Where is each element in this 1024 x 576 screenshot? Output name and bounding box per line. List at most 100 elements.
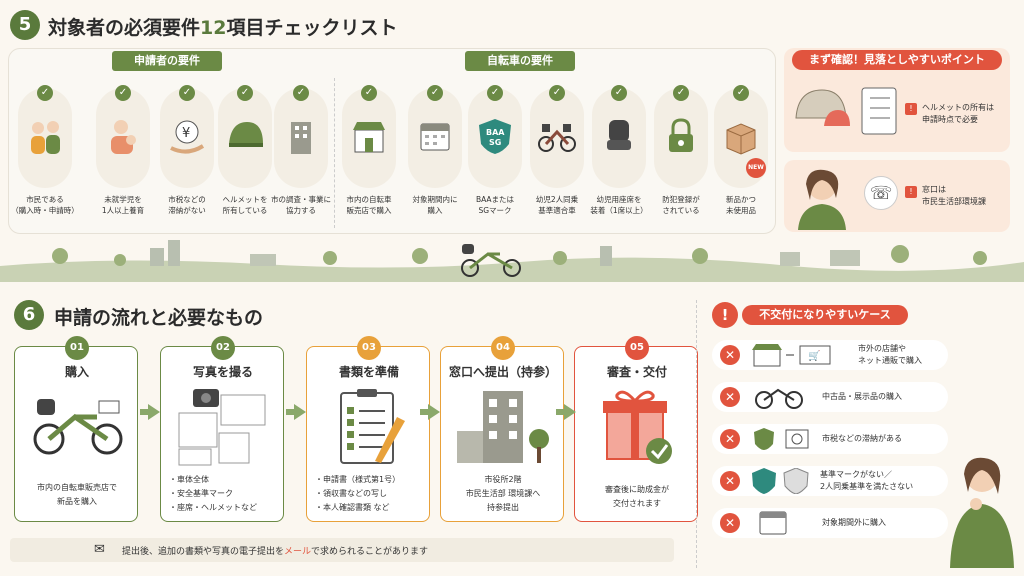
new-box-icon <box>721 116 761 156</box>
warning-icon: ! <box>905 103 917 115</box>
padlock-icon <box>661 116 701 156</box>
requirement-card: ✓ <box>274 85 328 188</box>
check-icon: ✓ <box>293 85 309 101</box>
section5-number: 5 <box>10 10 40 40</box>
step-number: 01 <box>65 336 89 360</box>
yen-payment-icon: ¥ <box>167 116 207 156</box>
x-icon: ✕ <box>720 429 740 449</box>
ineligible-case: ✕ 基準マークがない／2人同乗基準を満たさない <box>712 466 948 496</box>
shop-online-icon: 🛒 <box>752 342 832 372</box>
step-title: 写真を撮る <box>192 365 253 379</box>
step-description: 市内の自転車販売店で新品を購入 <box>37 483 117 506</box>
arrow-icon <box>294 404 306 420</box>
point2-text: 窓口は市民生活部環境課 <box>922 185 986 206</box>
check-icon: ✓ <box>37 85 53 101</box>
check-icon: ✓ <box>733 85 749 101</box>
bicycle-tag: 自転車の要件 <box>465 51 575 71</box>
requirement-card: ✓ <box>218 85 272 188</box>
svg-text:BAA: BAA <box>486 128 505 137</box>
requirement-card: ✓ <box>654 85 708 188</box>
arrow <box>420 409 428 415</box>
svg-text:🛒: 🛒 <box>808 349 820 362</box>
check-icon: ✓ <box>361 85 377 101</box>
ineligible-case: ✕ 中古品・展示品の購入 <box>712 382 948 412</box>
requirement-label: 幼児用座席を装着（1席以上） <box>590 195 648 215</box>
two-seat-bike-icon <box>537 116 577 156</box>
check-icon: ✓ <box>237 85 253 101</box>
clipboard-checklist-icon <box>319 387 419 467</box>
cargo-bike-icon <box>461 244 521 277</box>
case-text: 中古品・展示品の購入 <box>822 392 902 401</box>
point1-text: ヘルメットの所有は申請時点で必要 <box>922 103 994 124</box>
child-seat-icon <box>599 116 639 156</box>
helmet-checklist-illustration <box>795 87 897 135</box>
svg-text:SG: SG <box>489 138 501 147</box>
requirement-label: 対象期間内に購入 <box>412 195 458 215</box>
calendar-icon <box>415 116 455 156</box>
calendar-icon <box>752 510 832 540</box>
requirement-card: ✓ <box>96 85 150 188</box>
mother-child-icon <box>103 116 143 156</box>
step-bullets: ・申請書（様式第1号）・領収書などの写し・本人確認書類 など <box>315 475 401 512</box>
check-icon: ✓ <box>179 85 195 101</box>
x-icon: ✕ <box>720 387 740 407</box>
x-icon: ✕ <box>720 471 740 491</box>
case-text: 市税などの滞納がある <box>822 434 902 443</box>
arrow <box>140 409 148 415</box>
step-card: 02 写真を撮る ・車体全体・安全基準マーク・座席・ヘルメットなど <box>160 336 284 522</box>
new-badge: NEW <box>746 158 766 178</box>
requirement-label: 幼児2人同乗基準適合車 <box>535 195 579 215</box>
requirement-label: 新品かつ未使用品 <box>726 195 756 215</box>
bike-shop-icon <box>349 116 389 156</box>
requirement-label: 市内の自転車販売店で購入 <box>346 195 392 215</box>
step-title: 窓口へ提出（持参） <box>448 365 557 379</box>
step-card: 04 窓口へ提出（持参） 市役所2階市民生活部 環境課へ持参提出 <box>440 336 564 522</box>
arrow-icon <box>564 404 576 420</box>
requirement-card: ✓ ¥ <box>160 85 214 188</box>
svg-text:¥: ¥ <box>182 126 190 141</box>
step-description: 市役所2階市民生活部 環境課へ持参提出 <box>465 475 541 512</box>
family-icon <box>25 116 65 156</box>
arrow-icon <box>148 404 160 420</box>
step-card: 01 購入 市内の自転車販売店で新品を購入 <box>14 336 138 522</box>
check-points-header: まず確認！見落としやすいポイント <box>792 50 1002 70</box>
step-title: 購入 <box>64 365 89 379</box>
landscape-illustration <box>0 240 1024 282</box>
check-icon: ✓ <box>611 85 627 101</box>
step-card: 05 審査・交付 審査後に助成金が交付されます <box>574 336 698 522</box>
no-mark-icon <box>752 467 832 498</box>
gift-box-icon <box>587 387 687 467</box>
email-notice: ✉ 提出後、追加の書類や写真の電子提出をメールで求められることがあります <box>10 538 674 562</box>
ineligible-case: ✕ 対象期間外に購入 <box>712 508 948 538</box>
camera-photos-icon <box>173 387 273 467</box>
step-number: 04 <box>491 336 515 360</box>
notice-text: 提出後、追加の書類や写真の電子提出をメールで求められることがあります <box>122 547 429 557</box>
requirement-label: 市税などの滞納がない <box>168 195 206 215</box>
requirement-label: 市の調査・事業に協力する <box>271 195 331 215</box>
applicant-tag: 申請者の要件 <box>112 51 222 71</box>
requirement-card: ✓ <box>18 85 72 188</box>
helmet-icon <box>225 116 265 156</box>
bicycle-icon <box>27 387 127 467</box>
check-icon: ✓ <box>673 85 689 101</box>
requirement-label: 市民である（購入時・申請時） <box>11 195 79 215</box>
section6-title: 申請の流れと必要なもの <box>54 307 264 329</box>
requirement-card: ✓ <box>342 85 396 188</box>
x-icon: ✕ <box>720 513 740 533</box>
arrow <box>286 409 294 415</box>
woman-phone-illustration <box>798 169 846 230</box>
alert-icon: ! <box>712 302 738 328</box>
case-text: 基準マークがない／2人同乗基準を満たさない <box>820 470 914 491</box>
step-number: 03 <box>357 336 381 360</box>
ineligible-case: ✕ 🛒 市外の店舗やネット通販で購入 <box>712 340 948 370</box>
step-number: 05 <box>625 336 649 360</box>
check-icon: ✓ <box>549 85 565 101</box>
requirement-label: ヘルメットを所有している <box>222 195 268 215</box>
step-number: 02 <box>211 336 235 360</box>
case-text: 市外の店舗やネット通販で購入 <box>858 344 922 365</box>
